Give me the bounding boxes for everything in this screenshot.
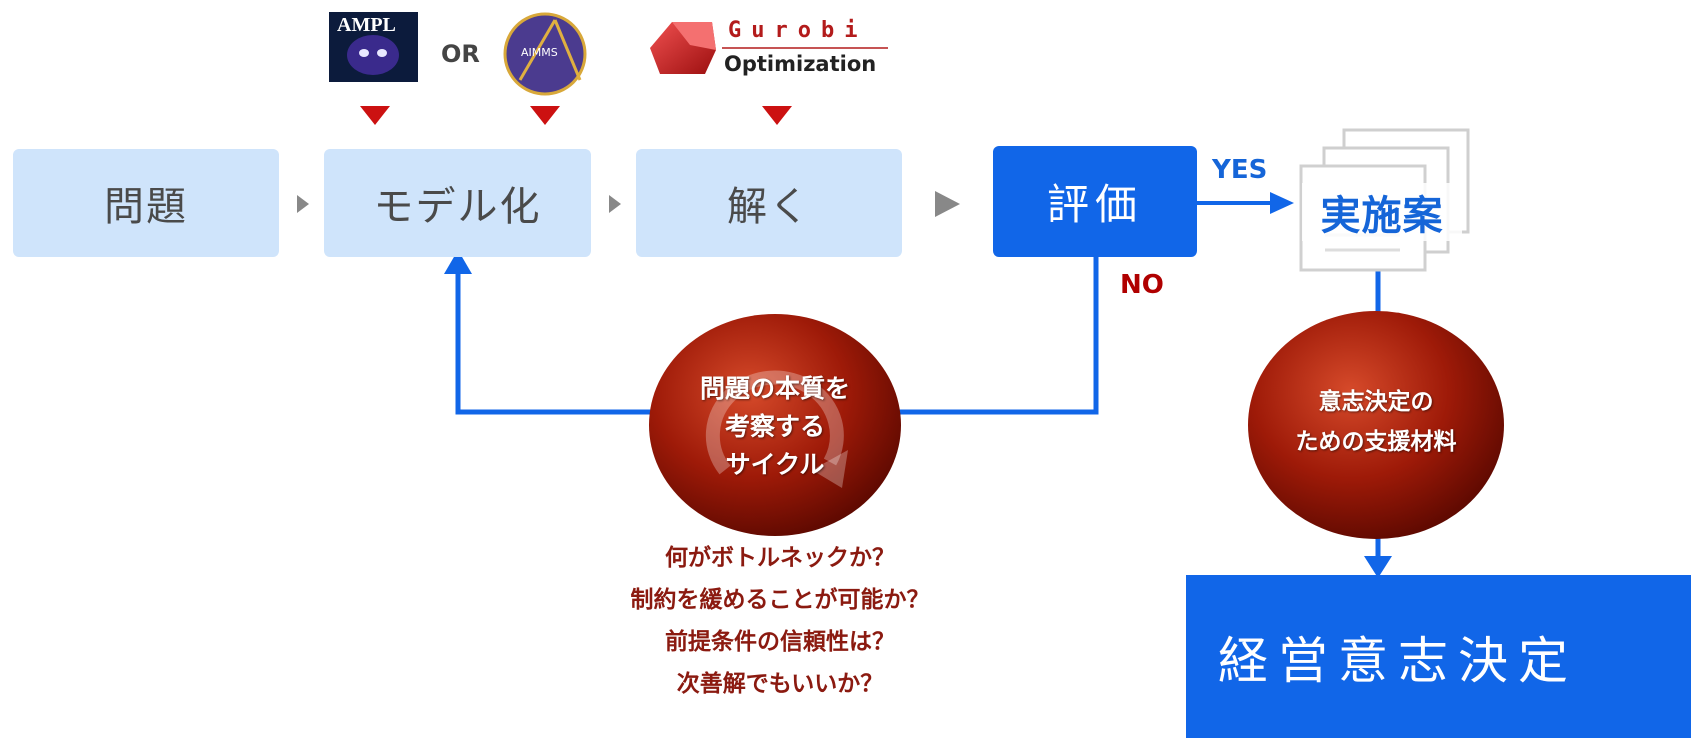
aimms-logo (503, 12, 587, 96)
flow-arrow-2 (609, 195, 621, 213)
step-modeling-label: モデル化 (373, 184, 542, 230)
gurobi-word: Gurobi (728, 18, 868, 43)
question-1: 何がボトルネックか？ (665, 545, 895, 571)
support-circle (1248, 311, 1504, 539)
gurobi-logo-icon (650, 22, 716, 74)
cycle-line-3: サイクル (725, 450, 825, 479)
cycle-line-2: 考察する (724, 412, 825, 441)
yes-arrow-head (1270, 192, 1294, 214)
support-text: 意志決定の ための支援材料 (1250, 382, 1502, 462)
feedback-arrow-head (444, 250, 472, 274)
flow-arrow-1 (297, 195, 309, 213)
gurobi-sub: Optimization (724, 52, 877, 76)
ampl-logo-text: AMPL (337, 14, 396, 36)
ampl-down-marker (360, 106, 390, 125)
decision-arrow-head (1364, 556, 1392, 578)
support-line-1: 意志決定の (1318, 389, 1434, 415)
aimms-logo-text: AIMMS (521, 46, 558, 59)
step-problem: 問題 (13, 149, 279, 257)
flow-arrow-3 (935, 191, 960, 217)
aimms-down-marker (530, 106, 560, 125)
cycle-text: 問題の本質を 考察する サイクル (655, 370, 895, 484)
support-line-2: ための支援材料 (1295, 429, 1457, 455)
no-label: NO (1120, 270, 1164, 300)
step-solve: 解く (636, 149, 902, 257)
ampl-logo (329, 12, 418, 82)
or-label: OR (441, 40, 480, 68)
step-evaluate-label: 評価 (1046, 180, 1143, 229)
step-problem-label: 問題 (104, 184, 188, 230)
plan-label: 実施案 (1302, 183, 1462, 241)
question-4: 次善解でもいいか？ (676, 671, 884, 697)
decision-box: 経営意志決定 (1186, 575, 1691, 738)
cycle-arrow-icon (705, 370, 844, 475)
cycle-circle (649, 314, 901, 536)
cycle-line-1: 問題の本質を (699, 374, 850, 403)
question-2: 制約を緩めることが可能か？ (630, 587, 930, 613)
yes-label: YES (1212, 155, 1268, 185)
step-solve-label: 解く (727, 184, 811, 230)
step-evaluate: 評価 (993, 146, 1197, 257)
step-modeling: モデル化 (324, 149, 591, 257)
gurobi-down-marker (762, 106, 792, 125)
question-3: 前提条件の信頼性は？ (665, 629, 895, 655)
decision-label: 経営意志決定 (1218, 631, 1578, 690)
